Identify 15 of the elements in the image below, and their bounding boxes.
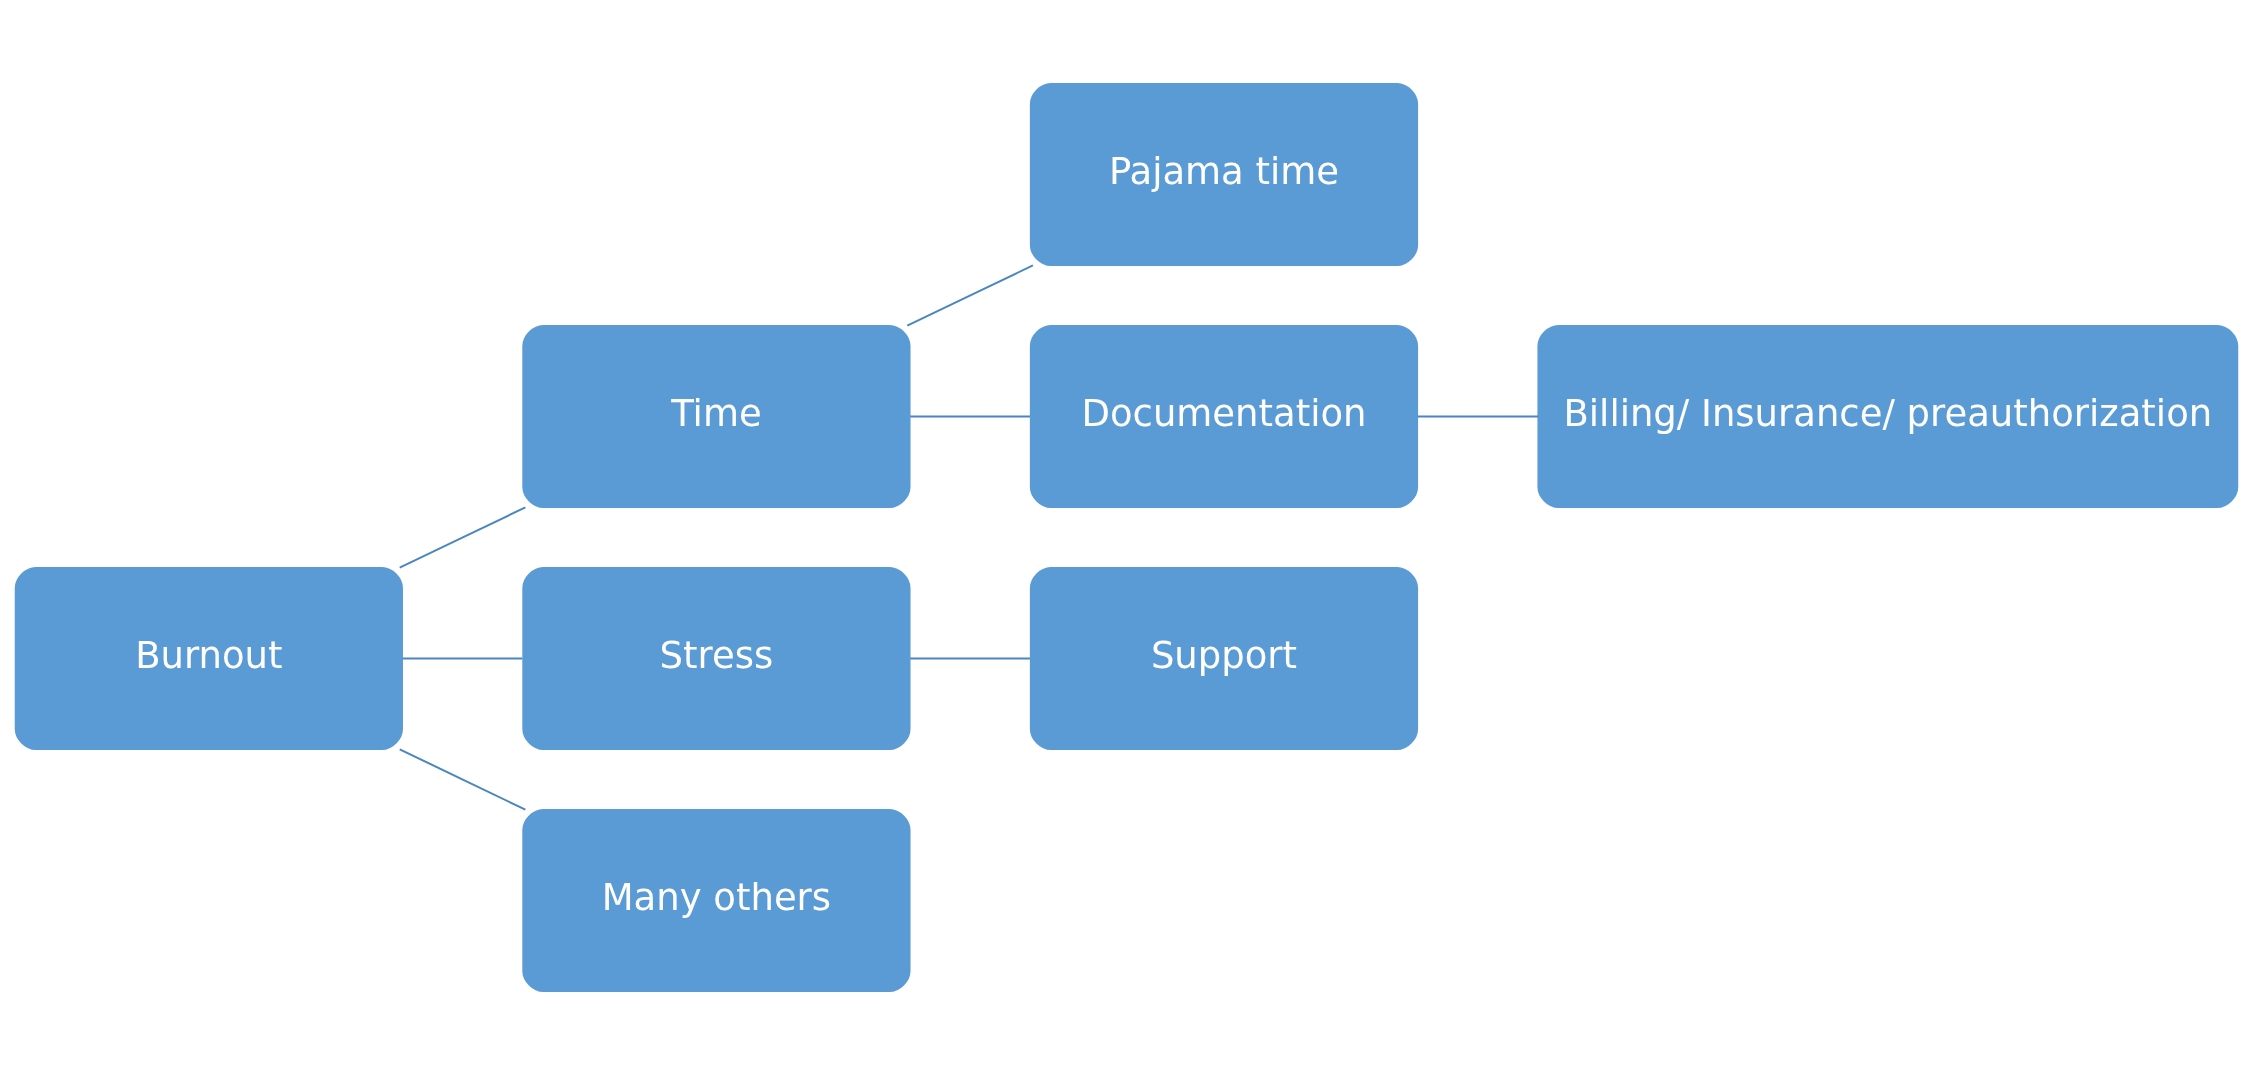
node-box: Pajama time — [1029, 82, 1419, 266]
node-box: Documentation — [1029, 324, 1419, 508]
connector — [399, 747, 526, 811]
connector — [1417, 415, 1539, 417]
node-box: Many others — [522, 808, 911, 992]
connector — [399, 506, 526, 569]
connector — [910, 657, 1030, 659]
node-box: Time — [522, 324, 911, 508]
node-box: Stress — [522, 566, 911, 750]
connector — [402, 657, 523, 659]
connector — [906, 263, 1034, 327]
node-box: Burnout — [14, 566, 403, 750]
node-box: Billing/ Insurance/ preauthorization — [1537, 324, 2239, 508]
connector — [910, 415, 1030, 417]
node-box: Support — [1029, 566, 1419, 750]
